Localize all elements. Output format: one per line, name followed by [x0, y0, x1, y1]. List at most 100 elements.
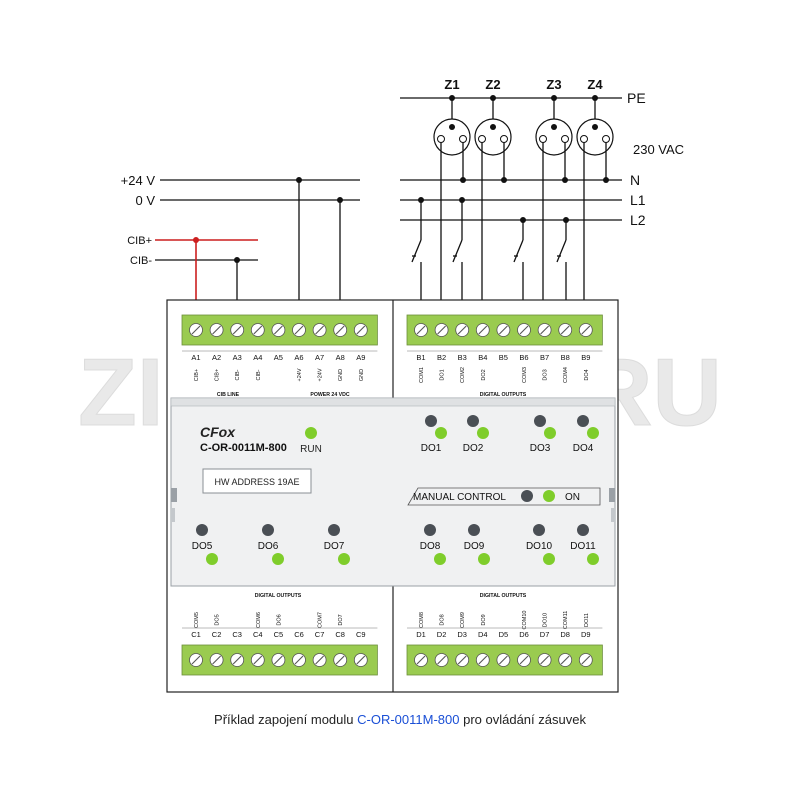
- terminal-signal-label: DO2: [481, 369, 487, 380]
- caption-model-link[interactable]: C-OR-0011M-800: [357, 712, 460, 727]
- terminal-signal-label: DO7: [338, 614, 344, 625]
- terminal-label: A5: [274, 353, 283, 362]
- output-label: DO6: [258, 541, 279, 552]
- screw-slot: [274, 655, 283, 665]
- output-led-green: [587, 553, 599, 565]
- output-manual-button: [196, 524, 208, 536]
- output-label: DO2: [463, 443, 484, 454]
- terminal-signal-label: DO5: [215, 614, 221, 625]
- output-label: DO10: [526, 541, 553, 552]
- terminal-label: C7: [315, 630, 325, 639]
- terminal-signal-label: DO8: [440, 614, 446, 625]
- terminal-signal-label: COM9: [460, 612, 466, 628]
- terminal-label: A7: [315, 353, 324, 362]
- screw-slot: [294, 325, 304, 335]
- socket-hole: [561, 135, 569, 143]
- socket-hole: [459, 135, 467, 143]
- output-label: DO3: [530, 443, 551, 454]
- terminal-signal-label: DO1: [440, 369, 446, 380]
- terminal-signal-label: COM11: [563, 611, 569, 630]
- socket-earth-pin: [551, 124, 557, 130]
- screw-slot: [232, 325, 242, 335]
- screw-slot: [519, 655, 529, 665]
- terminal-signal-label: DO6: [276, 614, 282, 625]
- screw-slot: [560, 655, 570, 665]
- socket-outlet-icon: [474, 118, 512, 156]
- terminal-signal-label: COM1: [419, 367, 425, 383]
- socket-outlet-icon: [576, 118, 614, 156]
- manual-on-led: [543, 490, 555, 502]
- module-housing: [166, 299, 619, 693]
- caption-suffix: pro ovládání zásuvek: [459, 712, 586, 727]
- screw-slot: [191, 655, 201, 665]
- junction-dot: [193, 237, 199, 243]
- terminal-label: B8: [561, 353, 570, 362]
- terminal-label: C6: [294, 630, 304, 639]
- terminal-label: C8: [335, 630, 345, 639]
- terminal-signal-label: DO3: [543, 369, 549, 380]
- terminal-signal-label: COM4: [563, 367, 569, 383]
- junction-dot: [562, 177, 568, 183]
- screw-slot: [540, 325, 549, 335]
- terminal-label: B9: [581, 353, 590, 362]
- junction-dot: [603, 177, 609, 183]
- socket-hole: [478, 135, 486, 143]
- terminal-label: D7: [540, 630, 550, 639]
- socket-hole: [539, 135, 547, 143]
- terminal-signal-label: COM10: [522, 611, 528, 630]
- terminal-label: C4: [253, 630, 263, 639]
- socket-earth-pin: [592, 124, 598, 130]
- screw-slot: [253, 325, 263, 335]
- terminal-signal-label: DO11: [584, 613, 590, 627]
- output-led-green: [206, 553, 218, 565]
- screw-slot: [478, 325, 488, 335]
- screw-slot: [294, 655, 304, 665]
- l2-label: L2: [630, 212, 646, 228]
- terminal-signal-label: COM6: [256, 612, 262, 628]
- screw-slot: [232, 655, 242, 665]
- output-manual-button: [534, 415, 546, 427]
- hw-address: HW ADDRESS 19AE: [214, 477, 299, 487]
- terminal-signal-label: GND: [338, 369, 344, 381]
- module-top-band: [170, 397, 616, 407]
- junction-dot: [296, 177, 302, 183]
- relay-switch-icon: [411, 239, 422, 263]
- screw-slot: [253, 655, 263, 665]
- screw-slot: [356, 325, 366, 335]
- terminal-signal-label: COM5: [194, 612, 200, 628]
- terminal-group-label: DIGITAL OUTPUTS: [480, 593, 527, 599]
- screw-slot: [335, 655, 345, 665]
- terminal-label: B5: [499, 353, 508, 362]
- terminal-group-label: CIB LINE: [217, 392, 240, 398]
- terminal-signal-label: DO10: [543, 613, 549, 627]
- terminal-signal-label: CIB+: [215, 369, 221, 381]
- terminal-label: A8: [336, 353, 345, 362]
- output-manual-button: [467, 415, 479, 427]
- terminal-label: A6: [294, 353, 303, 362]
- socket-earth-pin: [490, 124, 496, 130]
- manual-control-frame: [407, 487, 601, 506]
- terminal-group-label: DIGITAL OUTPUTS: [255, 593, 302, 599]
- output-led-green: [434, 553, 446, 565]
- right-clip: [609, 488, 615, 502]
- junction-dot: [449, 95, 455, 101]
- screw-slot: [274, 325, 283, 335]
- output-manual-button: [424, 524, 436, 536]
- terminal-signal-label: CIB+: [194, 369, 200, 381]
- screw-slot: [581, 655, 591, 665]
- terminal-signal-label: COM3: [522, 367, 528, 383]
- terminal-group-label: POWER 24 VDC: [310, 392, 349, 398]
- screw-slot: [335, 325, 345, 335]
- terminal-label: B3: [458, 353, 467, 362]
- socket-hole: [602, 135, 610, 143]
- terminal-label: C2: [212, 630, 222, 639]
- relay-switch-icon: [513, 239, 524, 263]
- terminal-signal-label: DO9: [481, 614, 487, 625]
- manual-control-button[interactable]: [521, 490, 533, 502]
- screw-slot: [315, 325, 324, 335]
